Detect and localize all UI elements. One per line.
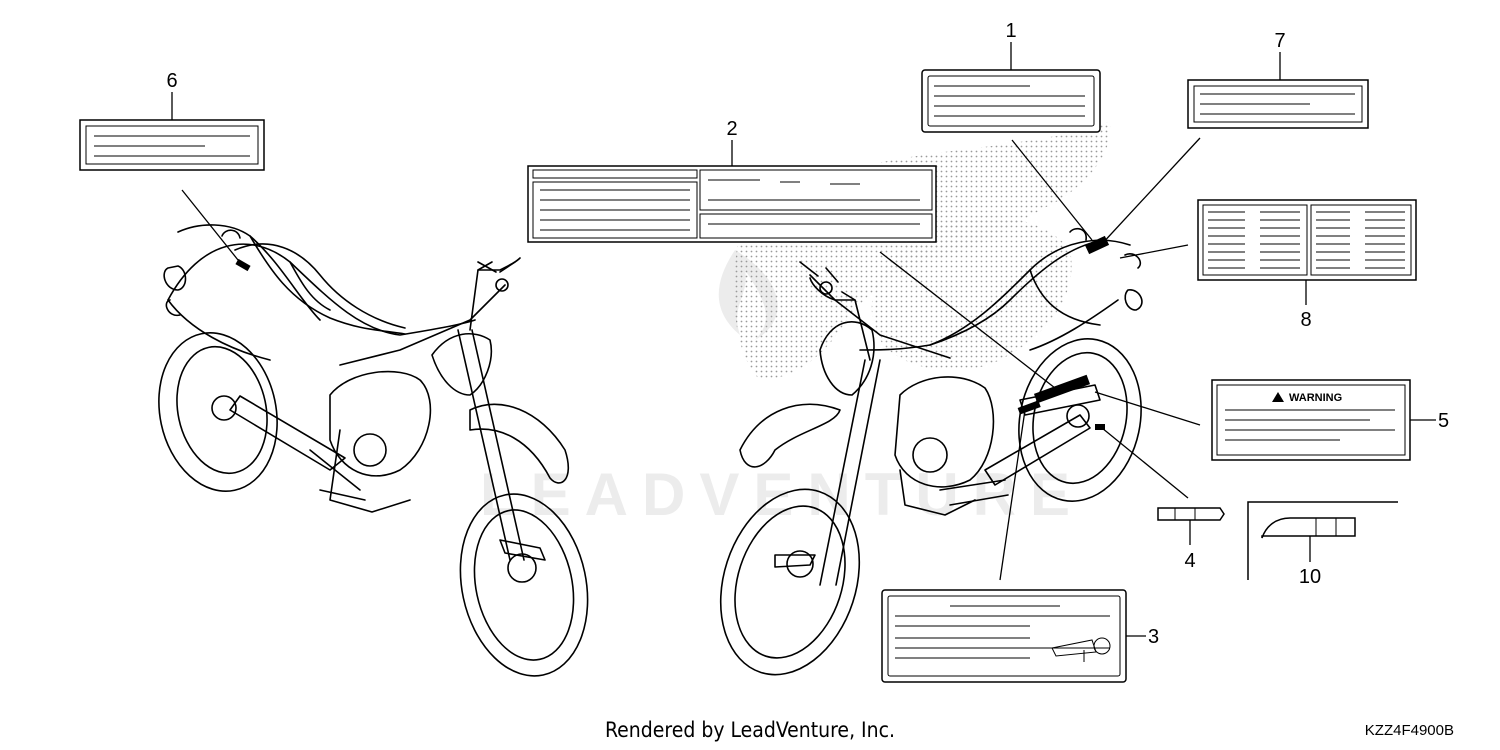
- label-10: [1247, 501, 1398, 580]
- callout-3: 3: [1148, 626, 1159, 648]
- warning-triangle-icon: [1272, 392, 1284, 402]
- footer-credit: Rendered by LeadVenture, Inc.: [605, 718, 895, 742]
- warning-label-text: WARNING: [1289, 392, 1342, 404]
- label-1: [921, 69, 1101, 133]
- stipple-shading: [734, 120, 1111, 380]
- label-locations: [235, 235, 1110, 430]
- label-7: [1187, 79, 1369, 129]
- left-motorcycle: [158, 224, 589, 677]
- watermark: LEADVENTURE: [480, 250, 1070, 528]
- callout-8: 8: [1300, 309, 1311, 331]
- callout-5: 5: [1438, 410, 1449, 432]
- callout-1: 1: [1005, 20, 1016, 42]
- label-6: [79, 119, 265, 171]
- label-4-location: [1095, 424, 1105, 430]
- label-4: [1157, 507, 1225, 521]
- label-2: [527, 165, 937, 243]
- label-3: [881, 589, 1127, 683]
- label-3-location: [1017, 400, 1041, 415]
- label-1-7-location: [1084, 235, 1110, 255]
- label-6-location: [235, 258, 251, 272]
- label-2-location: [1033, 374, 1091, 404]
- diagram-code: KZZ4F4900B: [1364, 722, 1454, 739]
- callout-2: 2: [726, 118, 737, 140]
- callout-10: 10: [1299, 566, 1321, 588]
- label-5-warning: WARNING: [1211, 379, 1411, 461]
- callout-7: 7: [1274, 30, 1285, 52]
- label-8: [1197, 199, 1417, 281]
- callout-4: 4: [1184, 550, 1195, 572]
- callout-6: 6: [166, 70, 177, 92]
